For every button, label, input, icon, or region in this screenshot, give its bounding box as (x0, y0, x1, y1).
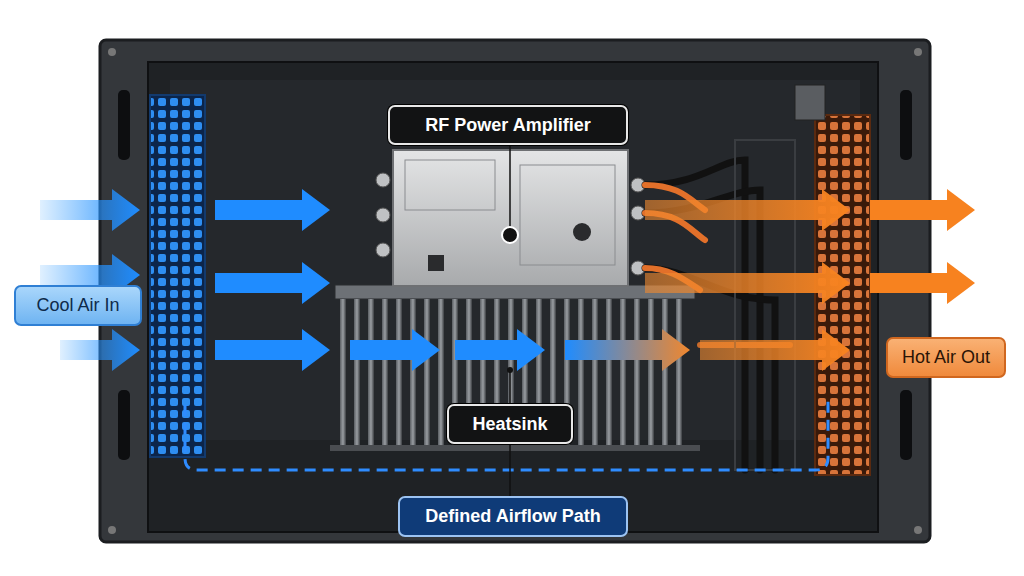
enclosure-frame-part (118, 90, 130, 160)
amplifier-module-part (376, 208, 390, 222)
heatsink-fins-part (368, 299, 374, 447)
label-text: Cool Air In (36, 295, 119, 316)
airflow-arrows-part (350, 329, 440, 371)
intake-vent (150, 95, 205, 457)
enclosure-frame-part (100, 40, 930, 542)
enclosure-frame-part (108, 48, 116, 56)
callout-label: Defined Airflow Path (398, 496, 628, 537)
airflow-arrows-part (870, 189, 975, 231)
heatsink-fins-part (330, 445, 700, 451)
heatsink-fins-part (438, 299, 444, 447)
airflow-arrows-part (215, 329, 330, 371)
heatsink-fins-part (578, 299, 584, 447)
intake-vent-part (150, 95, 205, 457)
enclosure-frame-part (914, 48, 922, 56)
heatsink-fins-part (410, 299, 416, 447)
heatsink-fins-part (634, 299, 640, 447)
label-text: Defined Airflow Path (425, 506, 600, 527)
airflow-arrows-part (870, 262, 975, 304)
airflow-arrows-part (645, 262, 850, 304)
airflow-arrows (40, 189, 975, 371)
airflow-path-outline-part (185, 400, 828, 470)
heatsink-fins-part (424, 299, 430, 447)
heatsink-fins-part (335, 285, 695, 299)
amplifier-module-part (376, 173, 390, 187)
amplifier-module-part (573, 223, 591, 241)
airflow-arrows-part (700, 329, 850, 371)
callout-label: RF Power Amplifier (388, 105, 628, 145)
airflow-arrows-part (40, 189, 140, 231)
leader-lines-part (507, 367, 513, 373)
rf-cables-part (735, 140, 795, 470)
enclosure-frame-part (148, 62, 878, 532)
airflow-arrows-part (60, 329, 140, 371)
heatsink-fins-part (382, 299, 388, 447)
label-text: Hot Air Out (902, 347, 990, 368)
leader-lines-part (509, 145, 511, 228)
heatsink-fins-part (620, 299, 626, 447)
inlet-label: Cool Air In (14, 285, 142, 326)
leader-lines-part (509, 444, 511, 496)
heatsink-fins (330, 285, 700, 451)
enclosure-frame-part (118, 390, 130, 460)
amplifier-module-part (405, 160, 495, 210)
outlet-label: Hot Air Out (886, 337, 1006, 378)
rf-cables-part (795, 85, 825, 120)
airflow-path-outline (185, 400, 828, 470)
leader-lines-part (502, 227, 518, 243)
amplifier-module-part (520, 165, 615, 265)
label-text: Heatsink (472, 414, 547, 435)
enclosure-frame-part (108, 526, 116, 534)
enclosure-frame-part (914, 526, 922, 534)
heatsink-fins-part (662, 299, 668, 447)
heatsink-fins-part (606, 299, 612, 447)
airflow-arrows-part (645, 189, 850, 231)
heatsink-fins-part (396, 299, 402, 447)
heatsink-fins-part (648, 299, 654, 447)
amplifier-module-part (376, 243, 390, 257)
heatsink-fins-part (592, 299, 598, 447)
callout-label: Heatsink (447, 404, 573, 444)
enclosure-frame-part (900, 390, 912, 460)
airflow-arrows-part (565, 329, 690, 371)
heatsink-fins-part (676, 299, 682, 447)
heatsink-fins-part (354, 299, 360, 447)
label-text: RF Power Amplifier (425, 115, 590, 136)
airflow-arrows-part (215, 189, 330, 231)
airflow-arrows-part (215, 262, 330, 304)
leader-lines-part (509, 372, 511, 404)
amplifier-module-part (428, 255, 444, 271)
heatsink-fins-part (340, 299, 346, 447)
airflow-arrows-part (455, 329, 545, 371)
enclosure-frame-part (900, 90, 912, 160)
enclosure-frame (100, 40, 930, 542)
